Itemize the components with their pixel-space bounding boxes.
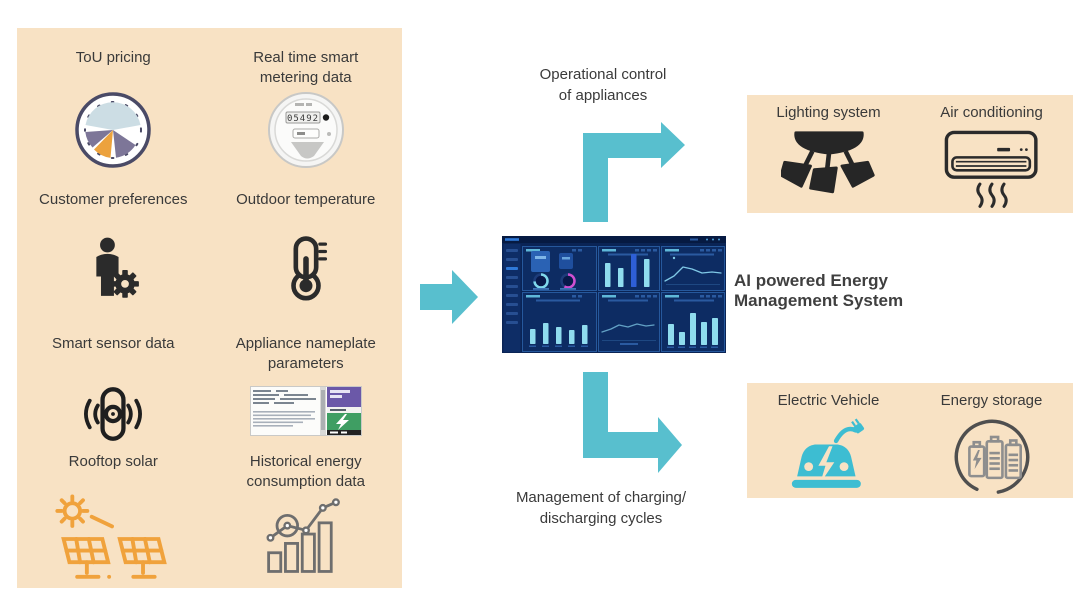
ai-system-title-line1: AI powered Energy	[734, 271, 888, 290]
input-tou-pricing: ToU pricing	[17, 48, 210, 170]
input-smart-sensor: Smart sensor data	[17, 334, 210, 452]
bottom-arrow-label: Management of charging/ discharging cycl…	[496, 487, 706, 529]
ai-system-title: AI powered Energy Management System	[734, 271, 994, 311]
input-label: Real time smart metering data	[253, 49, 359, 86]
input-appliance-nameplate: Appliance nameplate parameters	[210, 334, 403, 452]
input-label: ToU pricing	[75, 49, 151, 66]
top-arrow-label-line1: Operational control	[539, 66, 667, 83]
wireless-sensor-icon	[84, 387, 143, 441]
output-label: Energy storage	[940, 392, 1043, 409]
system-to-appliances-arrow	[583, 122, 685, 222]
bar-line-chart-icon	[266, 498, 340, 573]
output-label: Air conditioning	[940, 104, 1043, 121]
solar-panels-icon	[55, 494, 168, 579]
output-label: Lighting system	[776, 104, 881, 121]
inputs-row-4: Rooftop solar	[17, 452, 402, 584]
bottom-arrow-label-line2: discharging cycles	[539, 510, 663, 527]
input-customer-preferences: Customer preferences	[17, 190, 210, 308]
input-label: Customer preferences	[39, 191, 188, 208]
nameplate-label-icon	[249, 386, 362, 436]
input-smart-metering: Real time smart metering data 05492	[210, 48, 403, 170]
output-label: Electric Vehicle	[777, 392, 880, 409]
inputs-row-3: Smart sensor data	[17, 334, 402, 452]
input-outdoor-temperature: Outdoor temperature	[210, 190, 403, 308]
bottom-arrow-label-line1: Management of charging/	[515, 489, 687, 506]
inputs-to-system-arrow	[420, 270, 478, 324]
output-energy-storage: Energy storage	[910, 391, 1073, 498]
inputs-row-1: ToU pricing Real time smart metering dat…	[17, 48, 402, 170]
input-label: Outdoor temperature	[236, 191, 376, 208]
input-historical-energy: Historical energy consumption data	[210, 452, 403, 584]
tou-pricing-clock-icon	[75, 92, 151, 168]
ceiling-lights-icon	[780, 131, 875, 194]
output-air-conditioning: Air conditioning	[910, 103, 1073, 215]
storage-outputs-panel: Electric Vehicle Energy s	[747, 383, 1073, 498]
electric-car-icon	[791, 418, 864, 488]
input-label: Rooftop solar	[68, 453, 158, 470]
inputs-row-2: Customer preferences	[17, 190, 402, 308]
input-label: Appliance nameplate parameters	[235, 335, 376, 372]
output-lighting-system: Lighting system	[747, 103, 910, 215]
input-rooftop-solar: Rooftop solar	[17, 452, 210, 584]
inputs-panel: ToU pricing Real time smart metering dat…	[17, 28, 402, 588]
appliance-outputs-panel: Lighting system Air conditioning	[747, 95, 1073, 213]
top-arrow-label: Operational control of appliances	[508, 64, 698, 106]
input-label: Historical energy consumption data	[246, 453, 365, 490]
ems-dashboard-screenshot	[502, 236, 726, 353]
ai-system-title-line2: Management System	[734, 291, 904, 311]
input-label: Smart sensor data	[51, 335, 175, 352]
person-gear-icon	[96, 237, 140, 298]
system-to-storage-arrow	[583, 372, 682, 473]
meter-reading: 05492	[287, 114, 319, 124]
smart-meter-icon: 05492	[267, 92, 344, 168]
air-conditioner-icon	[944, 130, 1038, 208]
output-electric-vehicle: Electric Vehicle	[747, 391, 910, 498]
battery-storage-icon	[954, 419, 1029, 495]
top-arrow-label-line2: of appliances	[558, 87, 648, 104]
thermometer-icon	[290, 236, 327, 301]
